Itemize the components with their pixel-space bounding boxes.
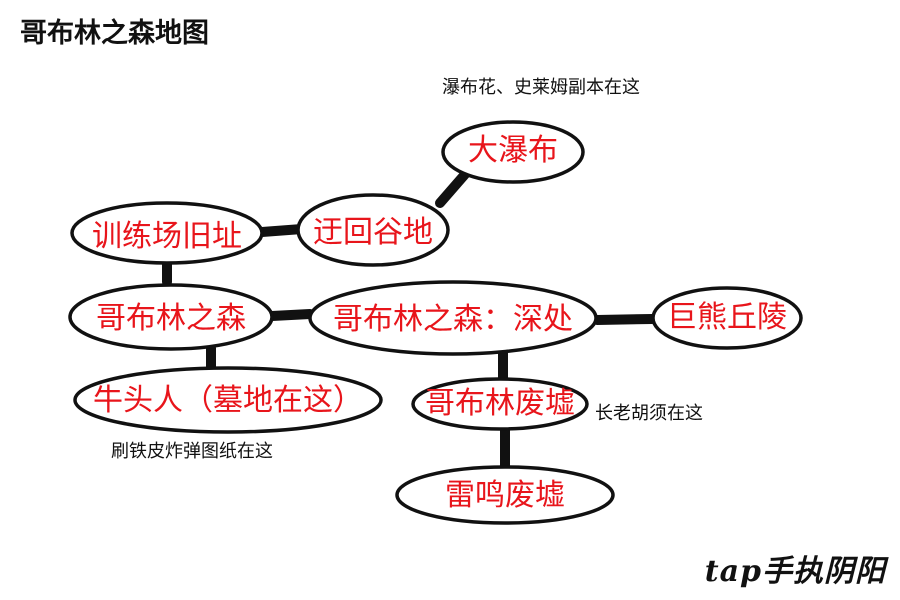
road-forest-deep — [267, 309, 315, 321]
location-thunder[interactable]: 雷鸣废墟 — [445, 478, 565, 513]
node-shape-thunder — [395, 465, 615, 525]
node-shape-training — [70, 201, 264, 265]
node-shape-forest — [68, 283, 274, 351]
node-shape-waterfall — [441, 120, 585, 184]
note-waterfall: 瀑布花、史莱姆副本在这 — [442, 77, 640, 98]
node-shape-ruins — [411, 377, 589, 431]
location-forest[interactable]: 哥布林之森 — [96, 301, 246, 336]
location-deep[interactable]: 哥布林之森：深处 — [333, 302, 573, 337]
location-waterfall[interactable]: 大瀑布 — [468, 133, 558, 168]
watermark: tap手执阴阳 — [704, 554, 886, 589]
note-ruins: 长老胡须在这 — [595, 403, 703, 424]
road-valley-waterfall — [435, 167, 472, 208]
road-training-valley — [257, 224, 307, 237]
note-minotaur: 刷铁皮炸弹图纸在这 — [111, 441, 273, 462]
map-title: 哥布林之森地图 — [20, 18, 209, 49]
node-shape-bear — [651, 286, 803, 350]
road-deep-bear — [592, 314, 657, 325]
location-bear[interactable]: 巨熊丘陵 — [667, 300, 787, 335]
location-ruins[interactable]: 哥布林废墟 — [425, 386, 575, 421]
node-shape-deep — [308, 280, 598, 356]
node-shape-minotaur — [73, 366, 383, 434]
location-minotaur[interactable]: 牛头人（墓地在这） — [93, 383, 363, 418]
location-training[interactable]: 训练场旧址 — [92, 219, 242, 254]
location-valley[interactable]: 迂回谷地 — [313, 215, 433, 250]
node-shape-valley — [296, 193, 450, 267]
